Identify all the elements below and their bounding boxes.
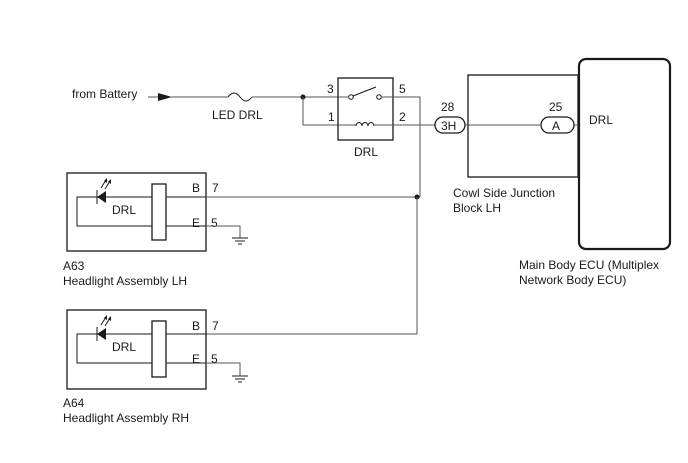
headlight-rh-ray-arrow-1 <box>104 315 107 320</box>
headlight-lh-terminal-e: E <box>192 216 200 230</box>
headlight-rh-ground-icon <box>232 375 248 383</box>
relay-label: DRL <box>354 145 378 159</box>
ecu-box <box>577 57 672 251</box>
junction-block-title-2: Block LH <box>453 201 501 215</box>
headlight-rh-ground-wire <box>206 362 241 376</box>
battery-label: from Battery <box>72 87 137 101</box>
relay-switch-blade <box>352 86 377 97</box>
headlight-rh-internal-loop <box>76 333 152 364</box>
headlight-lh-box <box>66 172 207 252</box>
junction-connector: 3H <box>441 119 456 133</box>
headlight-lh-led-icon <box>97 191 106 203</box>
headlight-lh-name: Headlight Assembly LH <box>63 274 187 288</box>
ecu-pin: 25 <box>549 100 563 114</box>
headlight-rh-led-icon <box>97 328 106 340</box>
headlight-lh-pin-b: 7 <box>212 181 219 195</box>
headlight-rh-ray-arrow-2 <box>108 316 111 321</box>
headlight-lh-group: DRL B 7 E 5 A63 Headlight Assembly LH <box>63 172 248 288</box>
headlight-rh-terminal-b: B <box>192 319 200 333</box>
headlight-rh-box <box>66 309 207 390</box>
fuse-icon <box>227 92 253 102</box>
headlight-lh-pin-e: 5 <box>211 216 218 230</box>
junction-pin: 28 <box>441 100 455 114</box>
ecu-connector: A <box>552 119 560 133</box>
headlight-lh-ray-arrow-1 <box>104 178 107 183</box>
ecu-terminal-label: DRL <box>589 113 613 127</box>
headlight-rh-led-label: DRL <box>112 340 136 354</box>
headlight-lh-ground-wire <box>206 225 241 238</box>
relay-contact-right <box>376 94 382 100</box>
headlight-lh-code: A63 <box>63 259 85 273</box>
headlight-lh-ray-arrow-2 <box>108 179 111 184</box>
ecu-name-2: Network Body ECU) <box>519 273 626 287</box>
headlight-rh-terminal-e: E <box>192 352 200 366</box>
junction-block-title-1: Cowl Side Junction <box>453 186 555 200</box>
headlight-lh-terminal-b: B <box>192 181 200 195</box>
headlight-rh-name: Headlight Assembly RH <box>63 411 189 425</box>
relay-box <box>337 77 394 141</box>
relay-coil-feed-wire <box>302 97 345 126</box>
headlight-rh-pin-e: 5 <box>211 352 218 366</box>
headlight-lh-module <box>151 183 167 241</box>
battery-arrow-icon <box>158 93 172 101</box>
headlight-rh-feed-wire <box>206 197 418 335</box>
ecu-name-1: Main Body ECU (Multiplex <box>519 258 659 272</box>
headlight-lh-internal-loop <box>76 196 152 227</box>
headlight-rh-module <box>151 320 167 378</box>
headlight-rh-group: DRL B 7 E 5 A64 Headlight Assembly RH <box>63 309 248 425</box>
headlight-rh-code: A64 <box>63 396 85 410</box>
relay-pin-5: 5 <box>399 82 406 96</box>
headlight-lh-ground-icon <box>232 237 248 245</box>
headlight-rh-pin-b: 7 <box>212 319 219 333</box>
relay-contact-left <box>348 94 354 100</box>
relay-coil-icon <box>355 122 375 127</box>
fuse-label: LED DRL <box>212 108 263 122</box>
relay-pin-3: 3 <box>327 82 334 96</box>
headlight-lh-led-label: DRL <box>112 203 136 217</box>
relay-output-wire <box>381 96 421 197</box>
relay-pin-2: 2 <box>399 110 406 124</box>
relay-pin-1: 1 <box>328 110 335 124</box>
